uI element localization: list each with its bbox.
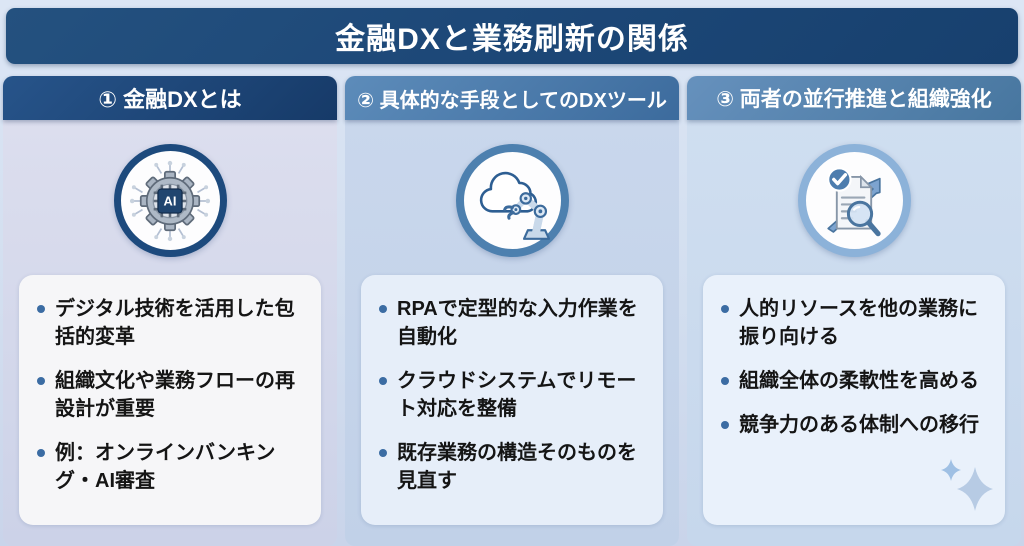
column-1-header: ① 金融DXとは [3,76,337,120]
column-2-body: RPAで定型的な入力作業を自動化 クラウドシステムでリモート対応を整備 既存業務… [345,120,679,546]
column-financial-dx: ① 金融DXとは [3,76,337,546]
cloud-robot-arm-icon [455,144,569,257]
column-2-card: RPAで定型的な入力作業を自動化 クラウドシステムでリモート対応を整備 既存業務… [361,275,663,525]
list-item: 競争力のある体制への移行 [719,411,989,439]
column-dx-tools: ② 具体的な手段としてのDXツール [345,76,679,546]
bullet-dot-icon [379,305,387,313]
list-item: 例：オンラインバンキング・AI審査 [35,439,305,495]
title-banner: 金融DXと業務刷新の関係 [6,8,1018,64]
bullet-text: 競争力のある体制への移行 [739,414,979,436]
list-item: デジタル技術を活用した包括的変革 [35,295,305,351]
column-3-bullet-list: 人的リソースを他の業務に振り向ける 組織全体の柔軟性を高める 競争力のある体制へ… [719,295,989,439]
svg-text:AI: AI [164,193,177,208]
bullet-dot-icon [721,421,729,429]
page-title: 金融DXと業務刷新の関係 [335,23,689,56]
bullet-text: 人的リソースを他の業務に振り向ける [739,298,978,348]
column-2-bullet-list: RPAで定型的な入力作業を自動化 クラウドシステムでリモート対応を整備 既存業務… [377,295,647,495]
column-2-header: ② 具体的な手段としてのDXツール [345,76,679,120]
bullet-dot-icon [37,449,45,457]
bullet-dot-icon [37,377,45,385]
bullet-dot-icon [379,377,387,385]
bullet-text: クラウドシステムでリモート対応を整備 [397,370,637,420]
bullet-dot-icon [721,377,729,385]
list-item: 組織文化や業務フローの再設計が重要 [35,367,305,423]
list-item: クラウドシステムでリモート対応を整備 [377,367,647,423]
column-1-card: デジタル技術を活用した包括的変革 組織文化や業務フローの再設計が重要 例：オンラ… [19,275,321,525]
list-item: 組織全体の柔軟性を高める [719,367,989,395]
list-item: 人的リソースを他の業務に振り向ける [719,295,989,351]
document-check-growth-icon [797,144,911,257]
bullet-text: デジタル技術を活用した包括的変革 [55,298,295,348]
column-3-header: ③ 両者の並行推進と組織強化 [687,76,1021,120]
sparkle-icon [941,459,993,511]
column-parallel-promotion: ③ 両者の並行推進と組織強化 [687,76,1021,546]
column-1-body: AI デジタル技術を活用した包括的変革 組織文化や業務フローの再設計が重要 [3,120,337,546]
ai-chip-gear-icon: AI [113,144,227,257]
bullet-text: 組織全体の柔軟性を高める [739,370,979,392]
bullet-dot-icon [379,449,387,457]
list-item: 既存業務の構造そのものを見直す [377,439,647,495]
columns-row: ① 金融DXとは [0,76,1024,546]
column-1-bullet-list: デジタル技術を活用した包括的変革 組織文化や業務フローの再設計が重要 例：オンラ… [35,295,305,495]
list-item: RPAで定型的な入力作業を自動化 [377,295,647,351]
column-3-card: 人的リソースを他の業務に振り向ける 組織全体の柔軟性を高める 競争力のある体制へ… [703,275,1005,525]
bullet-text: RPAで定型的な入力作業を自動化 [397,298,638,348]
bullet-dot-icon [721,305,729,313]
bullet-dot-icon [37,305,45,313]
bullet-text: 組織文化や業務フローの再設計が重要 [55,370,295,420]
column-3-body: 人的リソースを他の業務に振り向ける 組織全体の柔軟性を高める 競争力のある体制へ… [687,120,1021,546]
bullet-text: 既存業務の構造そのものを見直す [397,442,637,492]
bullet-text: 例：オンラインバンキング・AI審査 [55,442,276,492]
